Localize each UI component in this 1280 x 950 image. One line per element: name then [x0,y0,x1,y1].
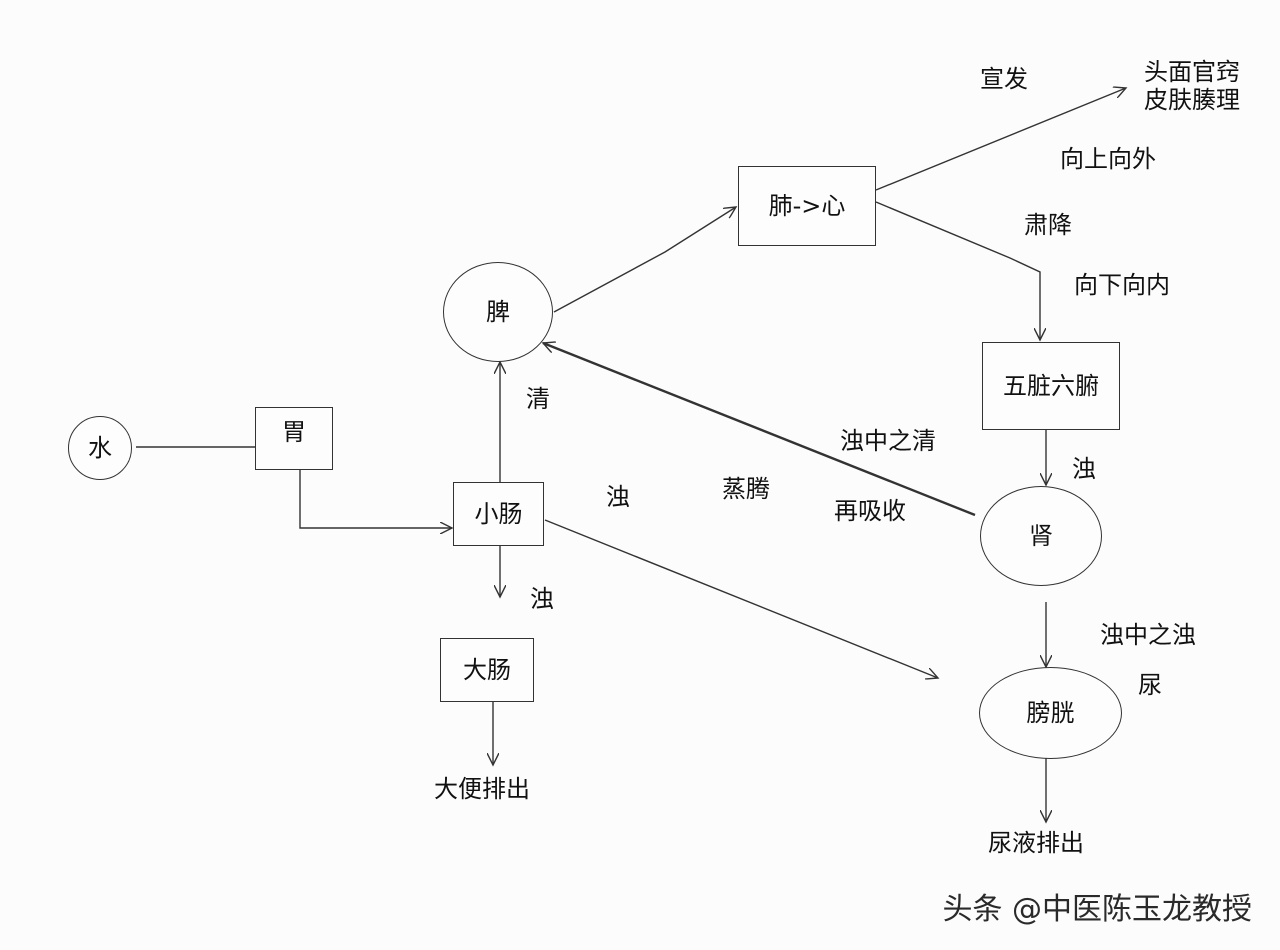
label-zhuo-middle: 浊 [606,483,630,511]
label-head-face-line2: 皮肤腠理 [1144,86,1240,114]
node-bladder: 膀胱 [979,667,1122,759]
label-zhengteng: 蒸腾 [722,475,770,503]
edge-kidney-spleen [543,343,976,517]
node-zang-fu: 五脏六腑 [982,342,1120,430]
label-urine: 尿 [1138,671,1162,699]
label-zhuo-small-to-large: 浊 [530,585,554,613]
label-head-face-line1: 头面官窍 [1144,58,1240,86]
label-zhuo-zhong-zhi-qing: 浊中之清 [840,427,936,455]
label-urine-out: 尿液排出 [988,829,1084,857]
node-kidney: 肾 [980,486,1102,586]
label-upward-outward: 向上向外 [1060,145,1156,173]
node-water: 水 [68,416,132,480]
node-large-intestine-label: 大肠 [463,656,511,684]
node-stomach: 胃 [255,407,333,470]
node-small-intestine-label: 小肠 [474,500,523,528]
label-reabsorb: 再吸收 [834,497,906,525]
edge-small-intestine-bladder [544,519,938,678]
node-spleen-label: 脾 [486,298,510,326]
edge-lung-zangfu [875,201,1040,340]
node-zang-fu-label: 五脏六腑 [1003,372,1099,400]
node-kidney-label: 肾 [1029,522,1053,550]
node-small-intestine: 小肠 [453,482,544,546]
label-qing: 清 [526,385,550,413]
label-stool-out: 大便排出 [434,775,530,803]
node-stomach-label: 胃 [282,418,306,446]
node-water-label: 水 [88,434,112,462]
edge-spleen-lung [553,207,736,313]
watermark-text: 头条 @中医陈玉龙教授 [942,892,1252,927]
edge-stomach-small-intestine [299,470,452,528]
label-zhuo-zangfu: 浊 [1072,455,1096,483]
node-large-intestine: 大肠 [440,638,534,702]
label-zhuo-zhong-zhi-zhuo: 浊中之浊 [1100,621,1196,649]
node-spleen: 脾 [443,262,553,362]
label-xuan-fa: 宣发 [980,65,1028,93]
node-bladder-label: 膀胱 [1026,699,1075,727]
label-downward-inward: 向下向内 [1074,271,1170,299]
node-lung-heart: 肺->心 [738,166,876,246]
node-lung-heart-label: 肺->心 [768,192,846,220]
label-su-jiang: 肃降 [1024,211,1072,239]
edge-lung-head-face [875,88,1126,191]
